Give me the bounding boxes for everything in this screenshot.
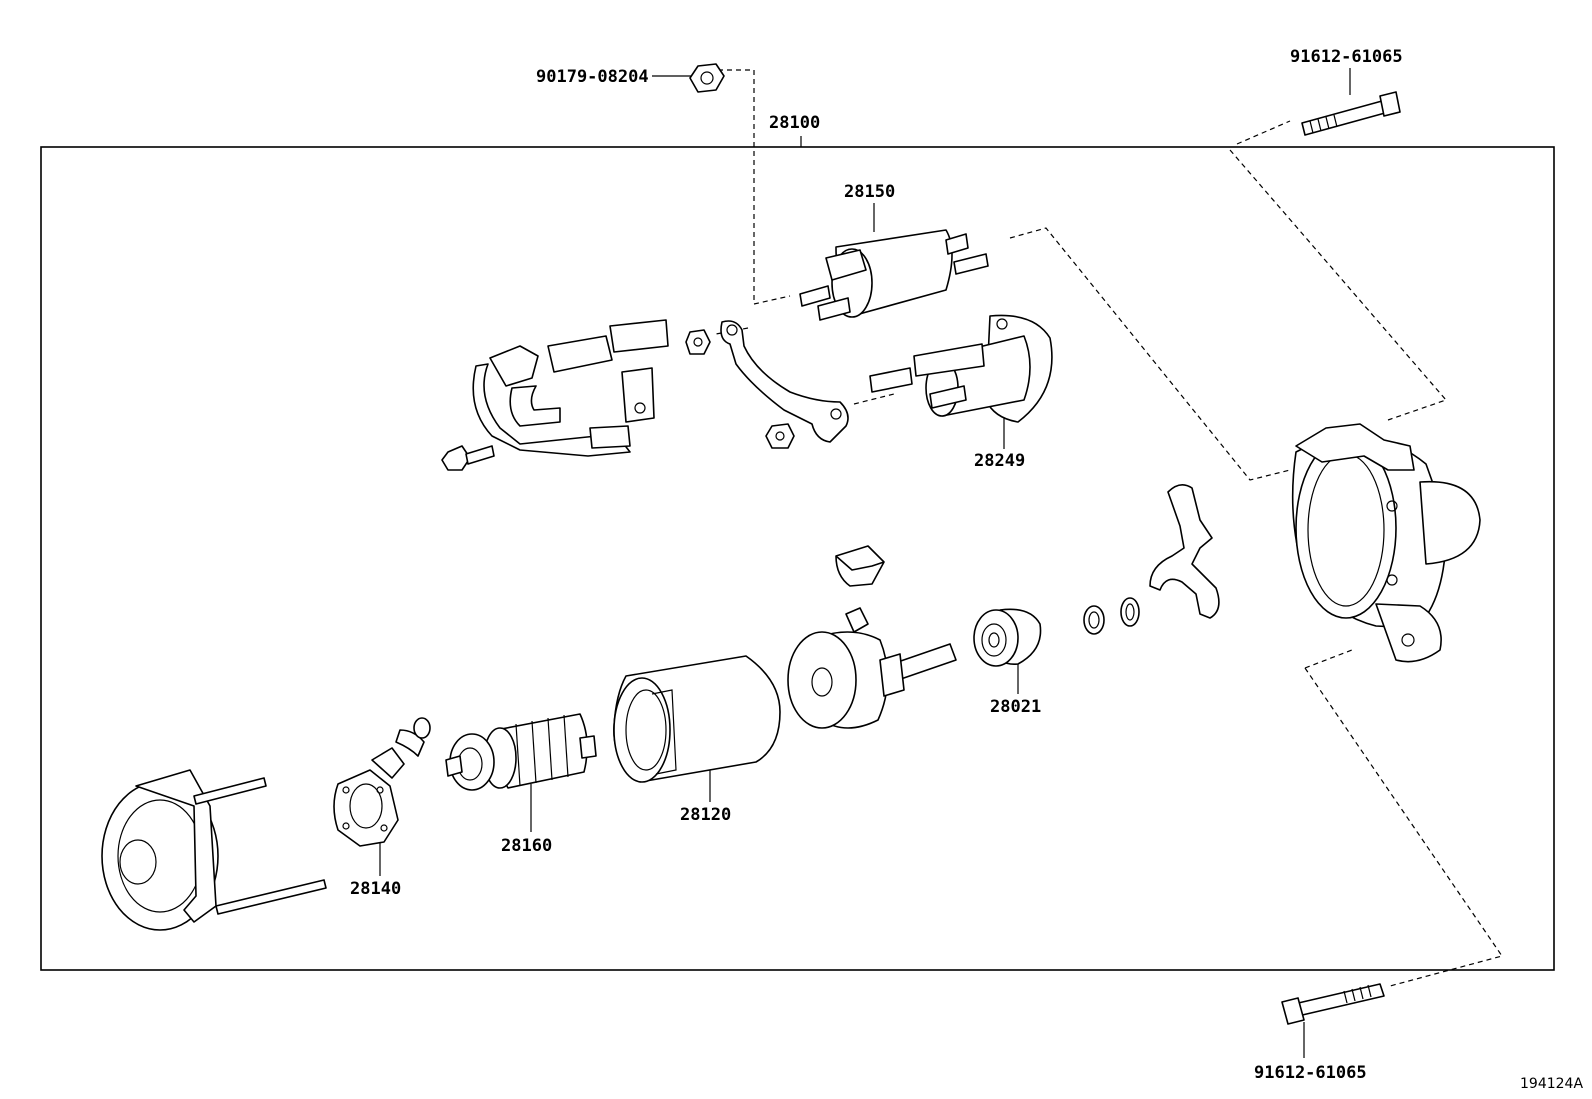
bolt-top-icon[interactable] (1301, 91, 1401, 136)
armature-icon[interactable] (445, 713, 597, 791)
rubber-seal-icon[interactable] (835, 545, 885, 587)
screw-icon[interactable] (441, 445, 495, 471)
lead-wire-icon[interactable] (472, 319, 669, 457)
drive-housing-icon[interactable] (1291, 423, 1481, 663)
diagram-id: 194124A (1520, 1076, 1583, 1092)
yoke-icon[interactable] (613, 655, 781, 783)
end-frame-icon[interactable] (101, 769, 219, 931)
brush-holder-icon[interactable] (333, 717, 431, 847)
nut-icon[interactable] (689, 63, 725, 93)
label-28249[interactable]: 28249 (974, 451, 1025, 471)
center-bearing-icon[interactable] (787, 607, 957, 729)
label-91612-61065-bottom[interactable]: 91612-61065 (1254, 1063, 1367, 1083)
small-nut-icon[interactable] (685, 329, 711, 355)
label-90179-08204[interactable]: 90179-08204 (536, 67, 649, 87)
bolt-bottom-icon[interactable] (1281, 983, 1385, 1025)
snap-ring-icon[interactable] (1120, 597, 1140, 627)
drive-lever-icon[interactable] (1149, 484, 1220, 619)
through-bolt-icon[interactable] (193, 777, 327, 915)
washer-icon[interactable] (1083, 605, 1105, 635)
label-28100[interactable]: 28100 (769, 113, 820, 133)
magnetic-switch-icon[interactable] (799, 229, 989, 321)
label-28140[interactable]: 28140 (350, 879, 401, 899)
pinion-clutch-icon[interactable] (973, 608, 1042, 667)
lead-strap-icon[interactable] (720, 320, 849, 443)
strap-nut-icon[interactable] (765, 423, 795, 449)
switch-assy-icon[interactable] (869, 314, 1053, 423)
assembly-boundary-box (40, 146, 1555, 971)
label-28150[interactable]: 28150 (844, 182, 895, 202)
label-28120[interactable]: 28120 (680, 805, 731, 825)
label-91612-61065-top[interactable]: 91612-61065 (1290, 47, 1403, 67)
label-28160[interactable]: 28160 (501, 836, 552, 856)
label-28021[interactable]: 28021 (990, 697, 1041, 717)
